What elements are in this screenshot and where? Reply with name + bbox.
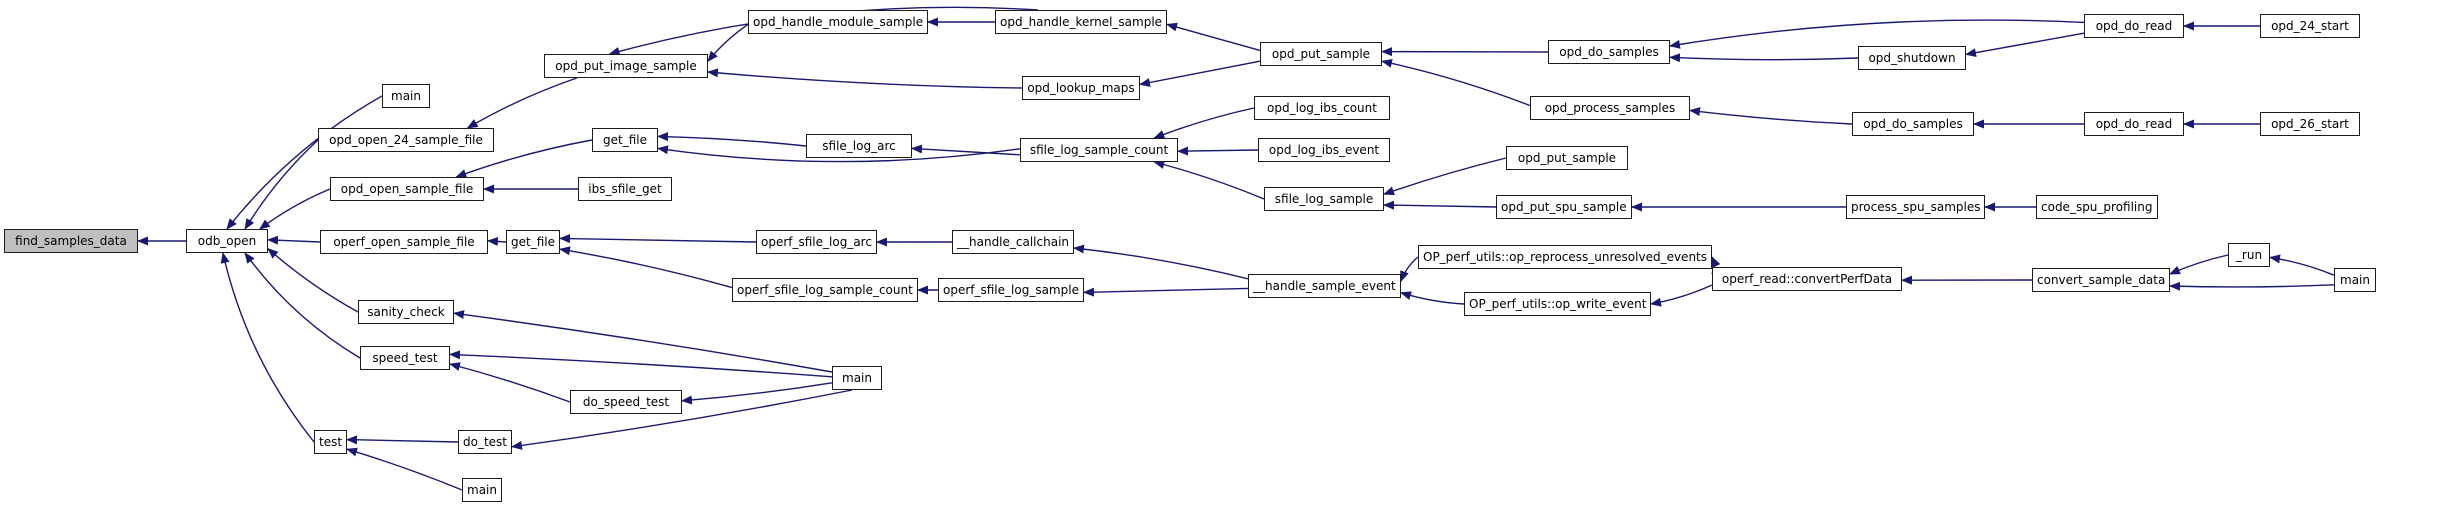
edge-opd_log_ibs_event-to-sfile_log_sample_count bbox=[1177, 146, 1259, 156]
edge-main_top-to-odb_open bbox=[226, 95, 383, 230]
edge-do_test-to-test bbox=[346, 435, 459, 445]
graph-node-sfile_log_sample[interactable]: sfile_log_sample bbox=[1264, 187, 1384, 211]
edge-opd_lookup_maps-to-opd_put_image_sample bbox=[707, 68, 1023, 89]
edge-main_bottom-to-test bbox=[346, 447, 463, 491]
edge-main_right-to-run bbox=[2269, 254, 2335, 276]
edge-main_center-to-do_test bbox=[511, 389, 853, 450]
graph-node-main_center[interactable]: main bbox=[832, 366, 882, 390]
graph-node-opd_process_samples[interactable]: opd_process_samples bbox=[1530, 96, 1690, 120]
graph-node-opd_handle_module_sample[interactable]: opd_handle_module_sample bbox=[748, 10, 929, 34]
edge-sanity_check-to-odb_open bbox=[267, 248, 359, 313]
edge-opd_process_samples-to-opd_put_sample_1 bbox=[1381, 58, 1531, 107]
graph-node-do_test[interactable]: do_test bbox=[458, 430, 513, 454]
graph-node-opd_shutdown[interactable]: opd_shutdown bbox=[1858, 46, 1966, 70]
graph-node-opd_lookup_maps[interactable]: opd_lookup_maps bbox=[1022, 76, 1140, 100]
edge-handle_sample_event-to-operf_sfile_log_sample bbox=[1083, 287, 1249, 297]
graph-node-handle_callchain[interactable]: __handle_callchain bbox=[952, 230, 1075, 254]
edge-run-to-convert_sample_data bbox=[2169, 254, 2229, 275]
edge-operf_sfile_log_arc-to-get_file_2 bbox=[559, 234, 757, 244]
edge-main_right-to-convert_sample_data bbox=[2169, 281, 2335, 291]
edge-operf_sfile_log_sample_count-to-get_file_2 bbox=[559, 246, 733, 289]
edge-opd_put_image_sample-to-opd_open_24_sample_file bbox=[466, 77, 578, 129]
edge-opd_put_spu_sample-to-sfile_log_sample bbox=[1383, 200, 1497, 210]
graph-node-op_write_event[interactable]: OP_perf_utils::op_write_event bbox=[1464, 292, 1652, 316]
graph-node-convertPerfData[interactable]: operf_read::convertPerfData bbox=[1712, 267, 1902, 291]
edge-opd_put_sample_1-to-opd_handle_kernel_sample bbox=[1166, 22, 1261, 52]
edge-test-to-odb_open bbox=[220, 252, 315, 443]
graph-node-ibs_sfile_get[interactable]: ibs_sfile_get bbox=[578, 177, 672, 201]
edge-handle_sample_event-to-handle_callchain bbox=[1073, 244, 1249, 280]
edge-main_center-to-sanity_check bbox=[453, 310, 833, 373]
graph-node-opd_open_24_sample_file[interactable]: opd_open_24_sample_file bbox=[318, 128, 494, 152]
graph-node-opd_do_samples_2[interactable]: opd_do_samples bbox=[1852, 112, 1974, 136]
edge-opd_log_ibs_count-to-sfile_log_sample_count bbox=[1153, 107, 1255, 139]
edge-get_file_2-to-operf_open_sample_file bbox=[487, 236, 507, 246]
edge-opd_handle_module_sample-to-opd_put_image_sample bbox=[707, 23, 749, 62]
graph-node-operf_open_sample_file[interactable]: operf_open_sample_file bbox=[320, 230, 488, 254]
edge-op_reprocess-to-handle_sample_event bbox=[1400, 256, 1419, 283]
graph-node-sfile_log_arc[interactable]: sfile_log_arc bbox=[806, 134, 912, 158]
edge-operf_open_sample_file-to-odb_open bbox=[267, 235, 321, 245]
edge-main_center-to-do_speed_test bbox=[681, 382, 833, 405]
graph-node-speed_test[interactable]: speed_test bbox=[360, 346, 450, 370]
edge-opd_open_sample_file-to-odb_open bbox=[258, 188, 331, 230]
graph-node-main_right[interactable]: main bbox=[2334, 268, 2376, 292]
graph-node-opd_put_sample_1[interactable]: opd_put_sample bbox=[1260, 42, 1382, 66]
edge-opd_open_24_sample_file-to-odb_open bbox=[244, 139, 319, 230]
graph-node-odb_open[interactable]: odb_open bbox=[186, 229, 268, 253]
edge-speed_test-to-odb_open bbox=[244, 252, 361, 359]
edge-sfile_log_sample_count-to-get_file_1 bbox=[657, 145, 1021, 163]
graph-node-opd_put_image_sample[interactable]: opd_put_image_sample bbox=[544, 54, 708, 78]
graph-node-operf_sfile_log_sample[interactable]: operf_sfile_log_sample bbox=[938, 278, 1084, 302]
graph-node-opd_do_samples_1[interactable]: opd_do_samples bbox=[1548, 40, 1670, 64]
edge-main_center-to-speed_test bbox=[449, 350, 833, 378]
edge-opd_put_sample_2-to-sfile_log_sample bbox=[1383, 157, 1507, 196]
graph-node-handle_sample_event[interactable]: __handle_sample_event bbox=[1248, 274, 1401, 298]
graph-node-sfile_log_sample_count[interactable]: sfile_log_sample_count bbox=[1020, 138, 1178, 162]
edge-opd_do_read_1-to-opd_do_samples_1 bbox=[1669, 19, 2085, 49]
graph-node-opd_log_ibs_event[interactable]: opd_log_ibs_event bbox=[1258, 138, 1390, 162]
edge-opd_do_samples_2-to-opd_process_samples bbox=[1689, 107, 1853, 125]
graph-node-convert_sample_data[interactable]: convert_sample_data bbox=[2032, 268, 2171, 292]
edge-convertPerfData-to-op_write_event bbox=[1650, 284, 1713, 307]
graph-node-get_file_1[interactable]: get_file bbox=[592, 128, 658, 152]
graph-node-get_file_2[interactable]: get_file bbox=[506, 230, 560, 254]
graph-node-code_spu_profiling[interactable]: code_spu_profiling bbox=[2036, 195, 2158, 219]
graph-node-opd_put_sample_2[interactable]: opd_put_sample bbox=[1506, 146, 1628, 170]
edge-do_speed_test-to-speed_test bbox=[449, 362, 571, 403]
graph-node-do_speed_test[interactable]: do_speed_test bbox=[570, 390, 682, 414]
edge-get_file_1-to-opd_open_sample_file bbox=[455, 139, 593, 178]
graph-node-main_top[interactable]: main bbox=[382, 84, 430, 108]
graph-node-opd_open_sample_file[interactable]: opd_open_sample_file bbox=[330, 177, 484, 201]
graph-node-opd_put_spu_sample[interactable]: opd_put_spu_sample bbox=[1496, 195, 1632, 219]
graph-node-operf_sfile_log_sample_count[interactable]: operf_sfile_log_sample_count bbox=[732, 278, 918, 302]
graph-node-find_samples_data: find_samples_data bbox=[4, 229, 138, 253]
graph-node-opd_do_read_1[interactable]: opd_do_read bbox=[2084, 14, 2184, 38]
graph-node-opd_do_read_2[interactable]: opd_do_read bbox=[2084, 112, 2184, 136]
edge-opd_do_read_1-to-opd_shutdown bbox=[1965, 32, 2085, 58]
graph-node-opd_24_start[interactable]: opd_24_start bbox=[2260, 14, 2360, 38]
graph-node-opd_handle_kernel_sample[interactable]: opd_handle_kernel_sample bbox=[995, 10, 1168, 34]
graph-node-opd_26_start[interactable]: opd_26_start bbox=[2260, 112, 2360, 136]
graph-node-opd_log_ibs_count[interactable]: opd_log_ibs_count bbox=[1254, 96, 1390, 120]
graph-node-test[interactable]: test bbox=[314, 430, 348, 454]
edge-sfile_log_arc-to-get_file_1 bbox=[657, 132, 807, 147]
edge-opd_shutdown-to-opd_do_samples_1 bbox=[1669, 53, 1859, 63]
graph-node-run[interactable]: _run bbox=[2228, 243, 2270, 267]
edge-op_write_event-to-handle_sample_event bbox=[1400, 291, 1465, 305]
graph-node-operf_sfile_log_arc[interactable]: operf_sfile_log_arc bbox=[756, 230, 877, 254]
graph-node-main_bottom[interactable]: main bbox=[462, 478, 502, 502]
edge-sfile_log_sample-to-sfile_log_sample_count bbox=[1153, 160, 1265, 200]
graph-node-sanity_check[interactable]: sanity_check bbox=[358, 300, 454, 324]
edge-sfile_log_sample_count-to-sfile_log_arc bbox=[911, 144, 1021, 156]
graph-node-process_spu_samples[interactable]: process_spu_samples bbox=[1846, 195, 1986, 219]
edge-opd_put_sample_1-to-opd_lookup_maps bbox=[1139, 60, 1261, 87]
graph-node-op_reprocess[interactable]: OP_perf_utils::op_reprocess_unresolved_e… bbox=[1418, 245, 1713, 269]
